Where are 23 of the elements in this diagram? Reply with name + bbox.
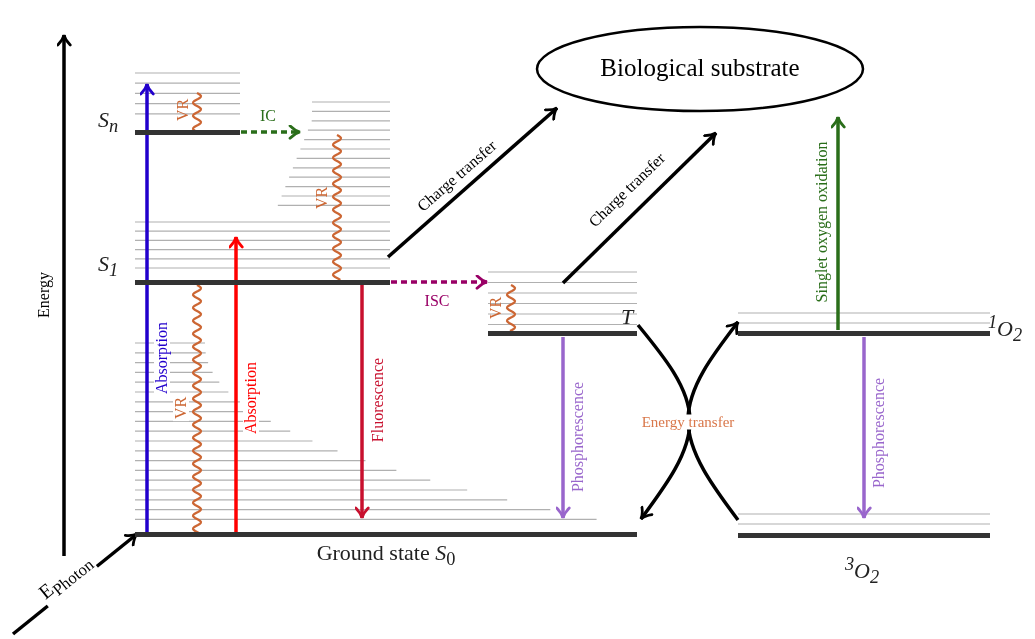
text-label: Energy — [36, 272, 52, 318]
text-label: VR — [314, 186, 330, 210]
level-label: T — [620, 304, 634, 330]
edge-label: VR — [173, 394, 189, 422]
level-label: $^{3}$O$_{2}$ — [844, 553, 880, 589]
edge-label: IC — [258, 108, 278, 124]
text-label: VR — [175, 98, 191, 122]
substrate-label: Biological substrate — [600, 53, 800, 82]
edge-label: Fluorescence — [370, 355, 386, 445]
edge-label: Phosphorescence — [570, 379, 586, 495]
level-label: S$_{1}$ — [97, 250, 119, 282]
text-label: VR — [488, 296, 504, 320]
text-label: Energy transfer — [639, 414, 737, 430]
level-label: Ground state S$_{0}$ — [316, 539, 456, 571]
edge-label: Phosphorescence — [871, 375, 887, 491]
wavy-line — [191, 284, 203, 534]
level-label: S$_{n}$ — [97, 106, 119, 138]
substrate-ellipse — [535, 25, 865, 113]
level-label: $^{1}$O$_{2}$ — [987, 311, 1023, 347]
edge-label: Singlet oxygen oxidation — [814, 139, 830, 305]
edge-label: Absorption — [154, 320, 170, 396]
edge-label: Absorption — [243, 360, 259, 436]
edge-label: ISC — [422, 293, 452, 309]
